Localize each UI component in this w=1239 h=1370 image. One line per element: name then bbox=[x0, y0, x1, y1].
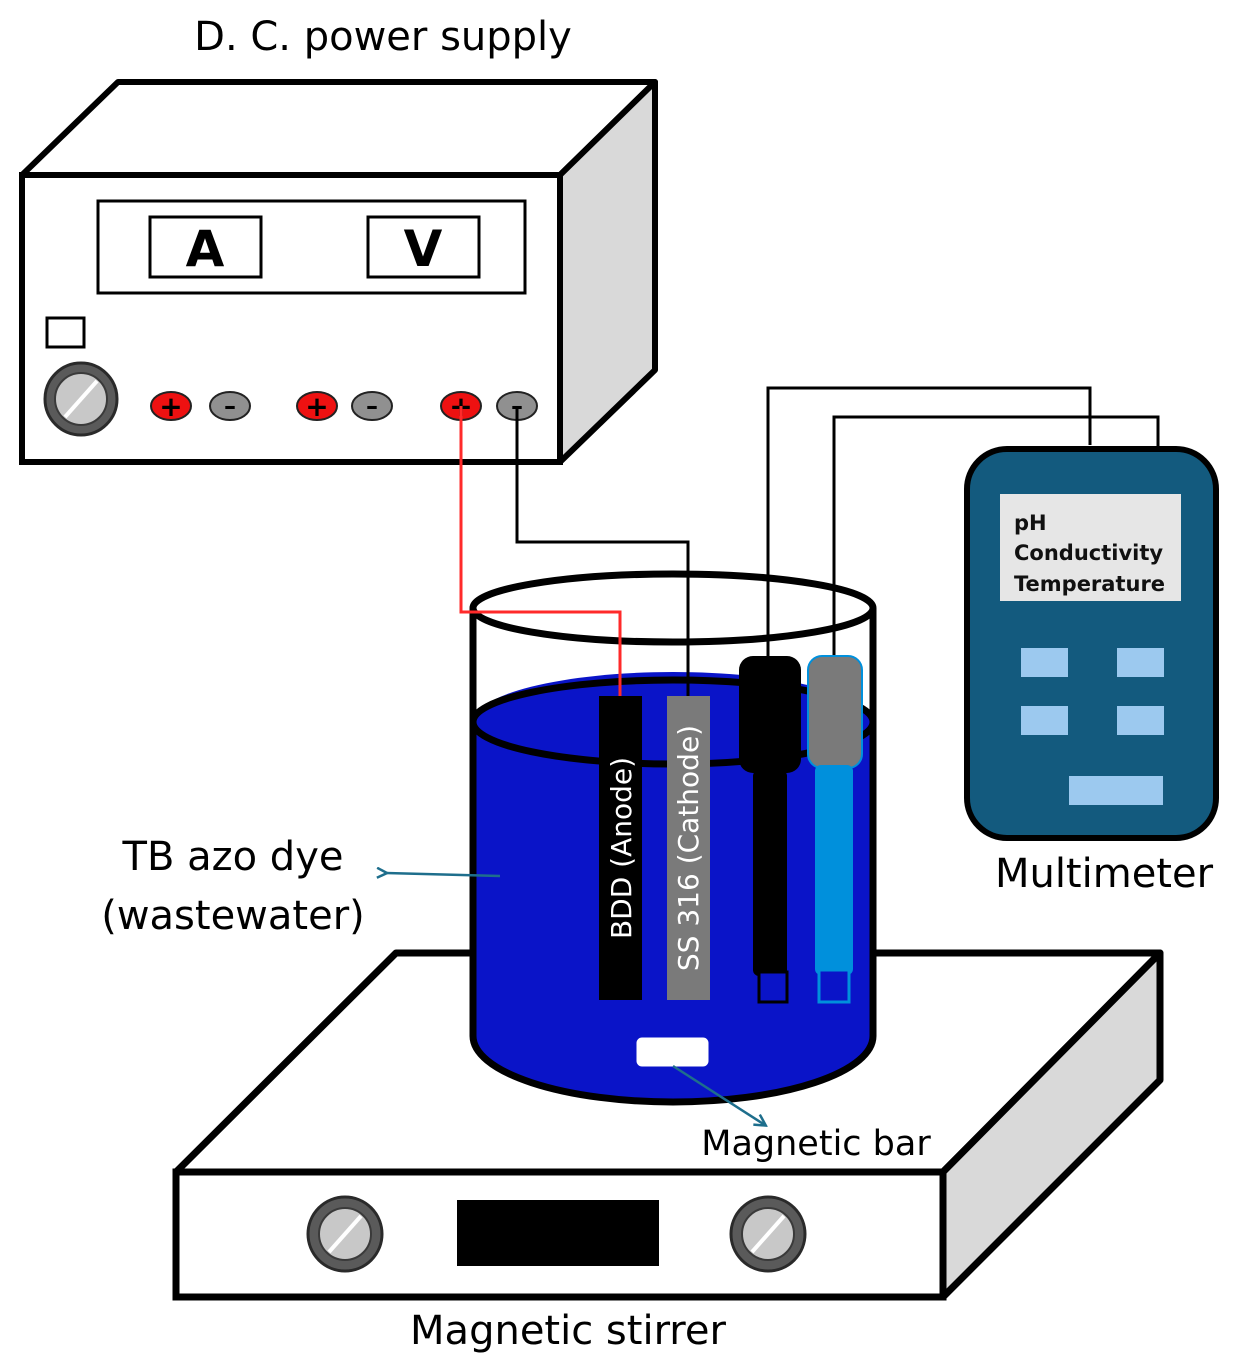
arrow-icon bbox=[386, 873, 501, 876]
multimeter-wide-button bbox=[1069, 776, 1163, 805]
dye-label-line1: TB azo dye bbox=[122, 834, 344, 880]
multimeter-button bbox=[1021, 706, 1068, 735]
positive-sign: + bbox=[159, 390, 182, 423]
voltmeter-label: V bbox=[404, 220, 443, 278]
dye-label-line2: (wastewater) bbox=[101, 893, 365, 939]
power-switch bbox=[45, 316, 86, 349]
positive-sign: + bbox=[305, 390, 328, 423]
terminal-pair-1: + – bbox=[150, 390, 251, 423]
knob-icon bbox=[43, 361, 119, 437]
ph-probe bbox=[739, 656, 801, 1004]
ph-probe-tip bbox=[757, 970, 789, 1004]
ph-probe-cap bbox=[739, 656, 801, 773]
multimeter-label: Multimeter bbox=[995, 851, 1214, 897]
knob-icon bbox=[306, 1195, 384, 1273]
conductivity-probe-cap bbox=[807, 655, 863, 769]
multimeter-screen bbox=[1000, 494, 1181, 601]
reading-temperature: Temperature bbox=[1014, 572, 1165, 596]
reading-ph: pH bbox=[1014, 511, 1047, 535]
ammeter-display bbox=[148, 215, 263, 279]
reading-conductivity: Conductivity bbox=[1014, 541, 1163, 565]
magnetic-bar-label: Magnetic bar bbox=[701, 1124, 931, 1164]
anode-electrode bbox=[599, 696, 642, 1000]
negative-terminal bbox=[209, 391, 251, 421]
power-supply-top bbox=[19, 79, 658, 178]
conductivity-probe-body bbox=[815, 765, 853, 975]
anode-wire bbox=[459, 406, 622, 698]
cathode-wire bbox=[515, 406, 690, 698]
negative-sign: – bbox=[366, 392, 378, 420]
knob-icon bbox=[729, 1195, 807, 1273]
multimeter-button bbox=[1117, 706, 1164, 735]
beaker-bottom bbox=[469, 1035, 877, 1106]
probe-wire-2 bbox=[832, 415, 1160, 660]
multimeter-button bbox=[1117, 648, 1164, 677]
beaker-rim bbox=[469, 570, 877, 646]
magnetic-bar bbox=[635, 1036, 710, 1068]
anode-label: BDD (Anode) bbox=[605, 757, 638, 939]
negative-terminal bbox=[351, 391, 393, 421]
negative-sign: – bbox=[224, 392, 236, 420]
cathode-label: SS 316 (Cathode) bbox=[672, 725, 705, 971]
terminal-pair-2: + – bbox=[296, 390, 393, 423]
voltmeter-display bbox=[366, 215, 481, 279]
cathode-electrode bbox=[667, 696, 710, 1000]
multimeter-device: pH Conductivity Temperature bbox=[964, 446, 1219, 841]
stirrer-label: Magnetic stirrer bbox=[410, 1308, 726, 1354]
multimeter-button bbox=[1021, 648, 1068, 677]
conductivity-probe bbox=[807, 655, 863, 1004]
arrow-icon bbox=[672, 1064, 765, 1125]
ph-probe-body bbox=[753, 770, 787, 976]
conductivity-probe-tip bbox=[817, 968, 851, 1004]
dc-power-supply: A V bbox=[19, 79, 658, 465]
magnetic-stirrer bbox=[172, 949, 1164, 1301]
positive-terminal bbox=[150, 391, 192, 421]
positive-terminal bbox=[296, 391, 338, 421]
power-supply-title: D. C. power supply bbox=[194, 14, 572, 60]
ammeter-label: A bbox=[186, 220, 225, 278]
stirrer-display bbox=[457, 1200, 659, 1266]
